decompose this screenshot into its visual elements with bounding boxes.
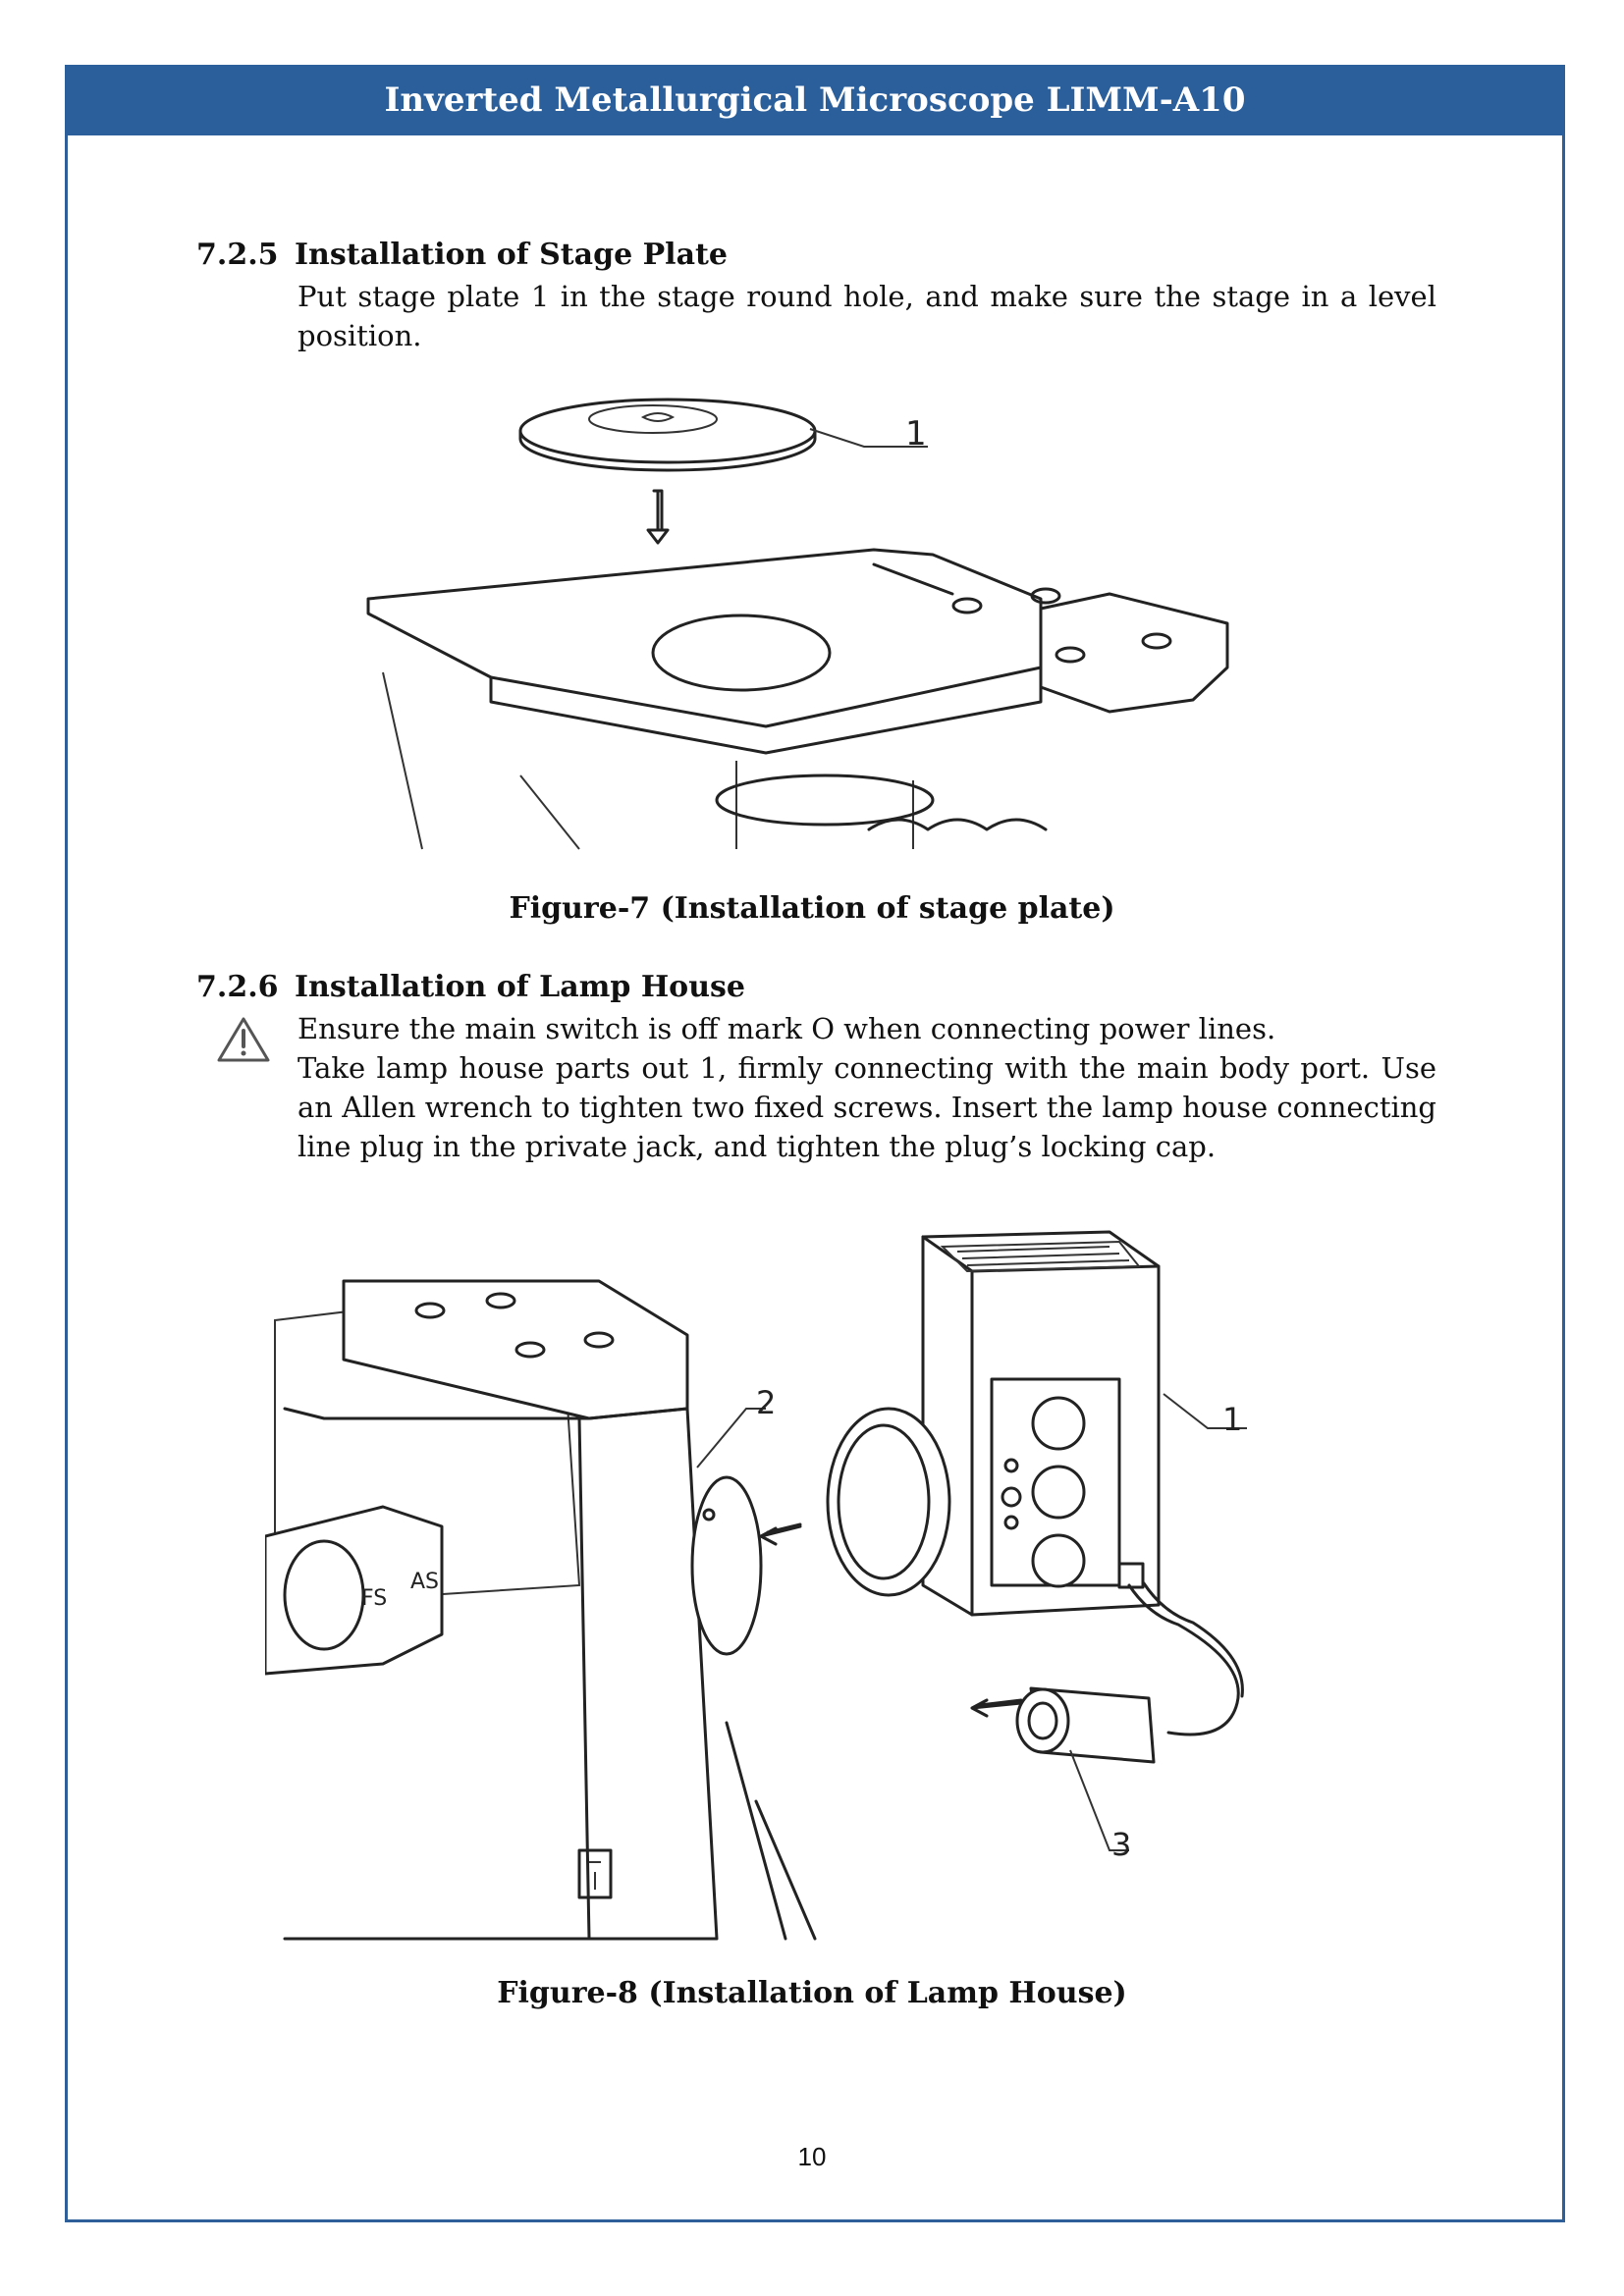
section-heading-725: 7.2.5 Installation of Stage Plate — [196, 238, 728, 272]
section-number: 7.2.6 — [196, 970, 279, 1004]
label-as: AS — [410, 1570, 439, 1594]
figure-8-lamp-house-illustration: 2 FS AS 1 3 — [265, 1230, 1247, 1941]
label-fs: FS — [361, 1586, 387, 1611]
page-number: 10 — [797, 2142, 827, 2171]
warning-text: Ensure the main switch is off mark O whe… — [298, 1012, 1276, 1045]
header-title: Inverted Metallurgical Microscope LIMM-A… — [384, 80, 1246, 120]
section-title: Installation of Lamp House — [295, 970, 745, 1004]
warning-triangle-icon — [217, 1017, 270, 1062]
section-title: Installation of Stage Plate — [295, 238, 728, 272]
callout-1: 1 — [905, 414, 927, 454]
figure-8-caption: Figure-8 (Installation of Lamp House) — [497, 1976, 1127, 2010]
section-body-725: Put stage plate 1 in the stage round hol… — [298, 280, 1436, 352]
callout-1: 1 — [1222, 1401, 1242, 1438]
callout-3: 3 — [1111, 1826, 1131, 1863]
callout-2: 2 — [756, 1384, 776, 1421]
section-body-726: Take lamp house parts out 1, firmly conn… — [298, 1051, 1436, 1163]
page-header: Inverted Metallurgical Microscope LIMM-A… — [65, 65, 1565, 135]
section-number: 7.2.5 — [196, 238, 279, 272]
figure-7-stage-plate-illustration: 1 — [366, 398, 1229, 850]
figure-7-caption: Figure-7 (Installation of stage plate) — [509, 891, 1115, 926]
section-heading-726: 7.2.6 Installation of Lamp House — [196, 970, 745, 1004]
